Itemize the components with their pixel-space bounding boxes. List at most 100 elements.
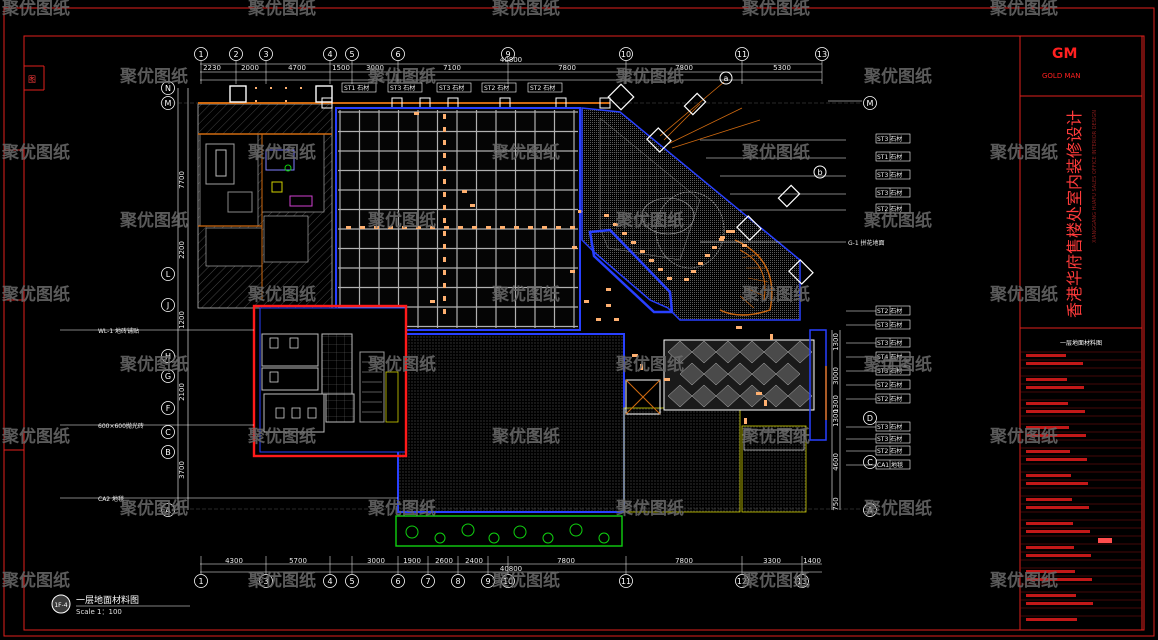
top-dim-7: 7800 [675,64,693,72]
title-block-rows [1020,351,1142,621]
watermark-32: 聚优图纸 [119,498,188,519]
top-axis-2: 2 [233,50,238,59]
left-axis-J-circle [161,298,175,312]
left-axis-B-circle [161,445,175,459]
bottom-dim-3: 1900 [403,557,421,565]
right-dim-0: 1300 [832,333,840,351]
watermark-27: 聚优图纸 [1,426,70,447]
left-axis-A: A [165,506,171,515]
planter [395,515,623,547]
right-material-tag-3: ST3 石材 [877,189,902,197]
bottom-axis-11-circle [795,574,809,588]
watermark-35: 聚优图纸 [863,498,932,519]
top-material-tag-0: ST1 石材 [344,84,369,92]
watermark-1: 聚优图纸 [247,0,316,19]
revision-mark [1098,538,1112,543]
bottom-axis-2-circle [323,574,337,588]
top-axis-9-circle [501,47,515,61]
watermark-10: 聚优图纸 [247,142,316,163]
top-axis-3-circle [259,47,273,61]
watermark-39: 聚优图纸 [741,570,810,591]
left-dim-4: 3700 [178,461,186,479]
scale-text: Scale 1：100 [76,608,122,616]
bottom-dimension-lines [200,563,822,573]
right-material-tag-9: ST3 石材 [877,367,902,375]
top-material-tag-3: ST2 石材 [484,84,509,92]
right-material-tag-12: ST3 石材 [877,423,902,431]
left-axis-N-circle [161,81,175,95]
bottom-axis-8: 10 [503,577,513,586]
watermark-12: 聚优图纸 [741,142,810,163]
bottom-axis-10: 12 [737,577,747,586]
sheet-tag-left: 图 [28,75,36,84]
bottom-dim-9: 1400 [803,557,821,565]
sheet-tag: 1F-4 [54,602,67,609]
watermark-17: 聚优图纸 [863,210,932,231]
drawing-title: 1F-4 一层地面材料图 Scale 1：100 [51,594,190,616]
left-note-2: 600×600抛光砖 [98,422,144,430]
leader-lines [60,100,862,499]
company-logo: GM [1052,46,1077,62]
diagonal-feature-area [581,81,814,321]
bottom-axis-1-circle [259,574,273,588]
top-dim-4: 3000 [366,64,384,72]
top-axis-6: 6 [395,50,400,59]
bottom-axis-7-circle [481,574,495,588]
top-axis-11-circle [735,47,749,61]
bottom-dim-4: 2600 [435,557,453,565]
watermark-30: 聚优图纸 [741,426,810,447]
left-axis-J: J [166,301,169,310]
left-dim-0: 7700 [178,171,186,189]
diamond-room [632,326,827,441]
right-material-tag-11: ST2 石材 [877,395,902,403]
bottom-axis-11: 13 [797,577,807,586]
watermark-36: 聚优图纸 [1,570,70,591]
right-material-tag-13: ST3 石材 [877,435,902,443]
right-material-tags: ST3 石材 ST1 石材 ST3 石材 ST3 石材 ST2 石材 ST2 石材 ST3 … [846,133,911,470]
top-total-dim: 40800 [500,56,522,64]
watermark-0: 聚优图纸 [1,0,70,19]
top-material-tag-2: ST3 石材 [439,84,464,92]
watermark-19: 聚优图纸 [247,284,316,305]
bottom-dim-2: 3000 [367,557,385,565]
top-axis-5-circle [345,47,359,61]
top-axis-13-circle [815,47,829,61]
right-axis-A-3: A [867,506,873,515]
watermark-31: 聚优图纸 [989,426,1058,447]
circle-tag-b: b [817,168,822,177]
right-material-tag-1: ST1 石材 [877,153,902,161]
right-material-tag-5: ST2 石材 [877,307,902,315]
project-subtitle: XIANGGANG HUAFU SALES OFFICE INTERIOR DE… [1092,110,1098,243]
office-block [197,103,333,309]
watermark-25: 聚优图纸 [615,354,684,375]
bottom-dim-0: 4300 [225,557,243,565]
grid-hall [335,107,619,331]
top-axis-10-circle [619,47,633,61]
top-axis-4-circle [323,47,337,61]
watermark-37: 聚优图纸 [247,570,316,591]
drawing-title-text: 一层地面材料图 [76,594,139,606]
left-dim-2: 1200 [178,311,186,329]
right-material-tag-2: ST3 石材 [877,171,902,179]
left-axis-N: N [165,84,171,93]
top-material-tag-1: ST3 石材 [390,84,415,92]
right-dimension-lines [831,330,841,510]
company-logo-text: GOLD MAN [1042,72,1081,80]
left-border-marks [4,65,45,451]
watermark-7: 聚优图纸 [615,66,684,87]
top-axis-9: 9 [505,50,510,59]
watermark-layer: 聚优图纸聚优图纸聚优图纸聚优图纸聚优图纸聚优图纸聚优图纸聚优图纸聚优图纸聚优图纸… [1,0,1058,591]
left-axis-B: B [165,448,171,457]
bottom-axis-8-circle [501,574,515,588]
top-dimension-lines [200,63,822,81]
top-axis-5: 5 [349,50,354,59]
watermark-29: 聚优图纸 [491,426,560,447]
watermark-28: 聚优图纸 [247,426,316,447]
right-dim-3: 1300 [832,409,840,427]
